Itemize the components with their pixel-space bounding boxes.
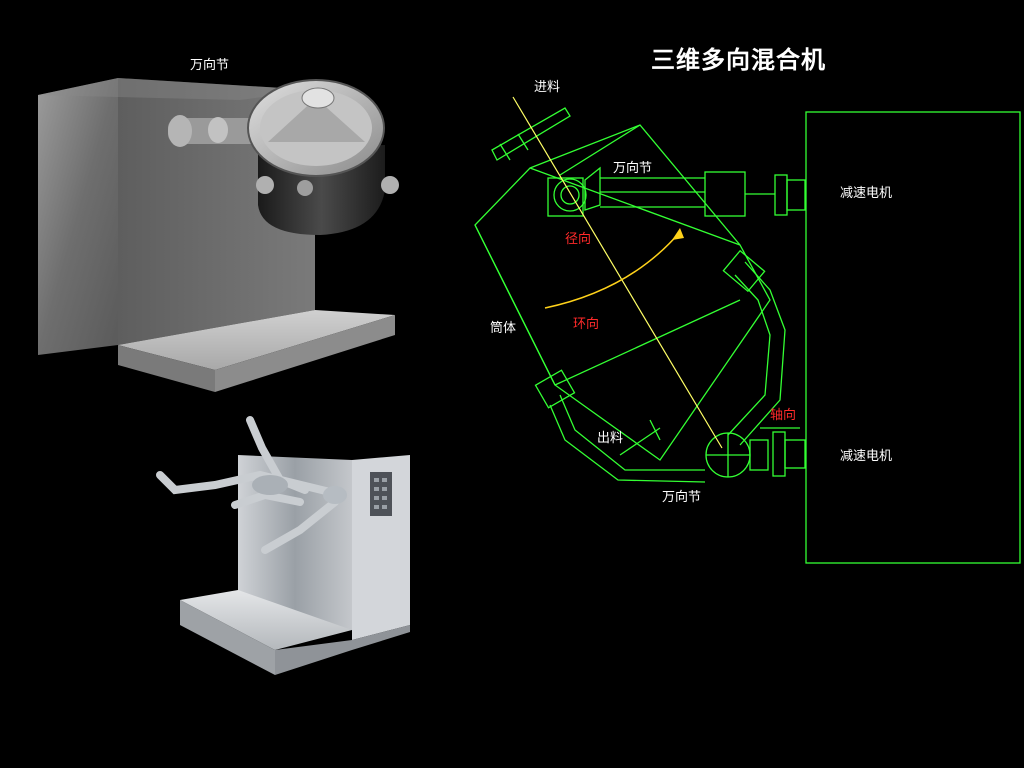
photo-panel-buttons [374,478,387,509]
render-drum-lug-left [256,176,274,194]
motor-lower-label: 减速电机 [840,449,893,464]
render-arm-joint2 [208,117,228,143]
lower-motor-stub [784,439,806,469]
upper-motor-stub [786,179,806,211]
render-base-side [118,345,215,392]
mixer-render-3d [38,78,399,392]
photo-side-wall [352,455,410,640]
circumferential-arrow-head [672,228,684,240]
radial-label: 径向 [565,232,592,247]
photo-joint-2 [323,486,347,504]
barrel-edge-left [474,224,556,386]
motor-housing [805,111,1021,564]
render-universal-joint-label: 万向节 [190,57,229,73]
upper-joint-ring-inner [560,185,580,205]
feed-port-line-a [499,143,511,161]
mixer-photo [156,416,410,675]
photo-joint-1 [252,475,288,495]
lower-arm-joint [534,369,576,409]
upper-joint-ring-outer [553,178,587,212]
discharge-valve [649,419,661,441]
circumferential-arrow [544,231,681,309]
lower-coupling [749,439,769,471]
barrel-label: 筒体 [490,321,517,336]
discharge-label: 出料 [597,431,624,446]
photo-base-edge [275,625,410,675]
render-drum-lug-mid [297,180,313,196]
barrel-edge-top [559,124,641,176]
barrel-edge-lower [554,299,741,386]
right-arm-inner [727,274,771,436]
photo-base-top [180,590,352,650]
motor-upper-label: 减速电机 [840,186,893,201]
lower-arm-inner [549,404,706,483]
schematic [474,107,1021,564]
circumferential-label: 环向 [573,317,600,332]
upper-joint-block [547,177,584,217]
render-base-top [118,310,395,370]
universal-joint-upper-label: 万向节 [613,161,653,176]
lower-motor-flange [772,431,786,477]
feed-port-line-b [517,133,529,151]
render-wall-top [38,78,315,100]
axial-label: 轴向 [770,408,797,423]
discharge-pipe [619,427,661,456]
right-arm-outer [739,261,786,446]
photo-base-front [180,600,275,675]
right-arm-joint [722,249,766,293]
universal-joint-lower-label: 万向节 [662,490,702,505]
feed-port [491,107,571,161]
render-base-front [215,315,395,392]
render-drum-lug-right [381,176,399,194]
upper-joint-flange [584,166,601,211]
lower-arm-outer [559,394,705,471]
render-arm-joint [168,115,192,147]
page-title: 三维多向混合机 [651,46,826,74]
photo-control-panel [370,472,392,516]
render-wall-front [38,78,118,355]
render-lid-cap [301,87,335,109]
rotation-axis [512,96,723,449]
upper-motor-flange [774,174,788,216]
render-lid-cone [268,98,365,142]
feed-label: 进料 [534,80,561,95]
